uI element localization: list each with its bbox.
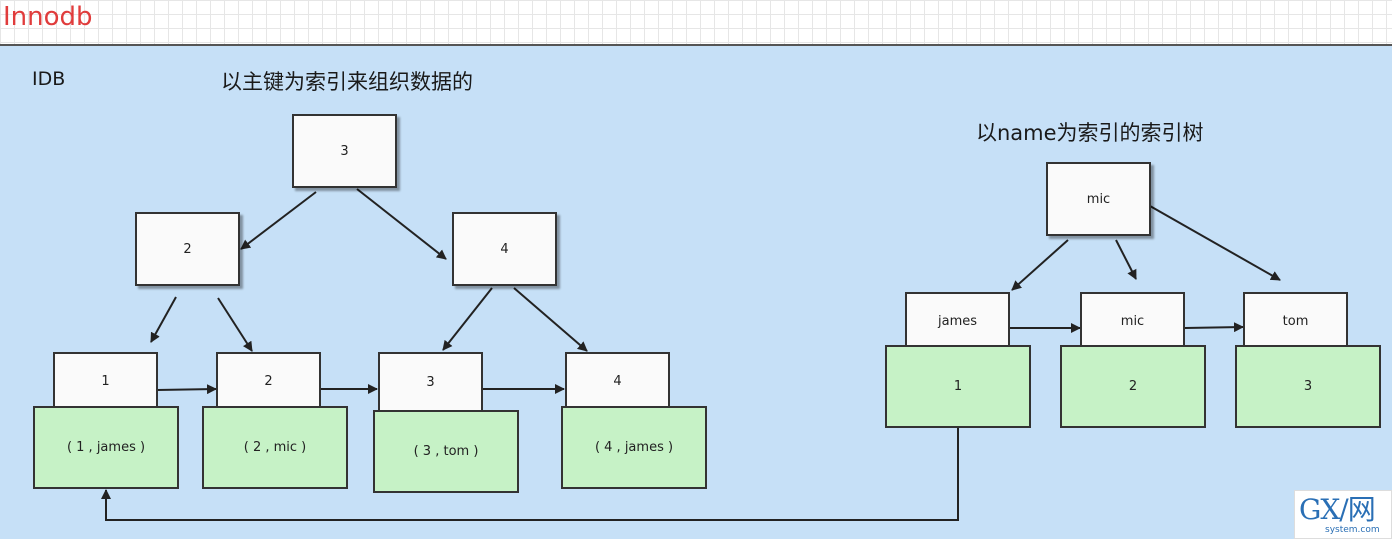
primary-inner-node: 2 [135,212,240,286]
primary-leaf-key: 1 [53,352,158,410]
edge-2-to-leaf-2 [217,297,253,352]
edge-mic-to-james [1011,239,1069,291]
edge-root-to-4 [356,188,447,260]
secondary-leaf-key: mic [1080,292,1185,350]
primary-row-data: ( 3 , tom ) [373,410,519,493]
edge-root-to-2 [240,191,317,250]
secondary-leaf-key: tom [1243,292,1348,350]
secondary-index-caption: 以name为索引的索引树 [976,121,1204,145]
grid-canvas-header [0,0,1392,44]
link-leaf-1-to-2 [156,384,217,395]
primary-leaf-key: 2 [216,352,321,410]
primary-row-data: ( 4 , james ) [561,406,707,489]
primary-inner-node: 4 [452,212,557,286]
watermark-logo: GX/网 system.com [1294,490,1392,539]
page-title: Innodb [3,2,93,32]
secondary-leaf-pk: 1 [885,345,1031,428]
watermark-sub-text: system.com [1325,525,1380,535]
primary-root-node: 3 [292,114,397,188]
primary-row-data: ( 1 , james ) [33,406,179,489]
primary-row-data: ( 2 , mic ) [202,406,348,489]
edge-mic-to-tom [1149,205,1281,281]
idb-label: IDB [32,68,66,90]
link-mic-to-tom [1184,322,1244,333]
primary-leaf-key: 3 [378,352,483,412]
edge-4-to-leaf-4 [513,287,588,352]
secondary-leaf-pk: 2 [1060,345,1206,428]
primary-leaf-key: 4 [565,352,670,410]
lookup-back-to-primary [101,428,959,521]
secondary-root-node: mic [1046,162,1151,236]
edge-mic-to-mic [1115,239,1137,280]
watermark-main-text: GX/网 [1299,493,1376,526]
secondary-leaf-key: james [905,292,1010,350]
edge-2-to-leaf-1 [150,296,177,343]
edge-4-to-leaf-3 [442,287,493,351]
secondary-leaf-pk: 3 [1235,345,1381,428]
primary-index-caption: 以主键为索引来组织数据的 [221,70,473,94]
